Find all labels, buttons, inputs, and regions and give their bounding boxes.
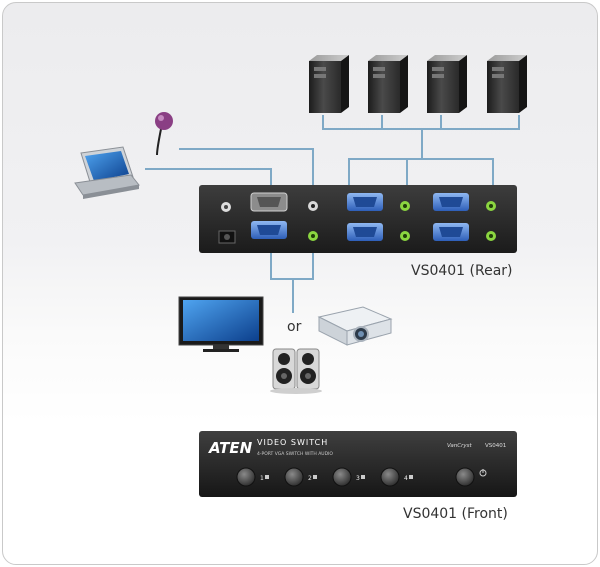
or-label: or: [287, 319, 302, 335]
svg-text:3: 3: [356, 475, 360, 482]
rear-label: VS0401 (Rear): [411, 263, 513, 279]
vga-port-icon: [347, 193, 383, 211]
power-button: [455, 467, 487, 487]
front-badge-label: VanCryst: [447, 443, 472, 449]
vga-port-icon: [433, 193, 469, 211]
port-button-3: 3: [332, 467, 365, 487]
projector-icon: [317, 306, 393, 346]
vs0401-rear-panel: [199, 185, 517, 253]
connection-diagram: VS0401 (Rear) or ATEN VIDEO SWITCH 4-POR…: [74, 55, 527, 522]
port-button-2: 2: [284, 467, 317, 487]
aten-logo: ATEN: [208, 439, 253, 457]
touchpanel-cable: [145, 168, 272, 187]
product-line-label: VIDEO SWITCH: [257, 438, 328, 447]
pc-input-cables: [348, 158, 494, 185]
computer-tower-icon: [368, 55, 408, 113]
vga-port-icon: [251, 221, 287, 239]
vga-port-icon: [250, 192, 288, 212]
touch-panel-icon: [74, 146, 140, 199]
svg-text:2: 2: [308, 475, 312, 482]
vs0401-front-panel: ATEN VIDEO SWITCH 4-PORT VGA SWITCH WITH…: [199, 431, 517, 497]
port-button-1: 1: [236, 467, 269, 487]
vga-port-icon: [347, 223, 383, 241]
svg-text:4: 4: [404, 475, 408, 482]
front-model-label: VS0401: [485, 443, 506, 449]
computer-tower-icon: [487, 55, 527, 113]
microphone-icon: [155, 112, 173, 156]
vga-port-icon: [433, 223, 469, 241]
computer-tower-icon: [309, 55, 349, 113]
port-button-4: 4: [380, 467, 413, 487]
flat-panel-tv-icon: [178, 296, 264, 352]
front-label: VS0401 (Front): [403, 506, 508, 522]
computer-tower-icon: [427, 55, 467, 113]
cable-lines: [145, 115, 520, 313]
microphone-cable: [179, 148, 314, 187]
product-desc-label: 4-PORT VGA SWITCH WITH AUDIO: [257, 451, 333, 457]
speakers-icon: [270, 348, 322, 394]
pc-bus-cable: [322, 115, 520, 130]
svg-text:1: 1: [260, 475, 264, 482]
